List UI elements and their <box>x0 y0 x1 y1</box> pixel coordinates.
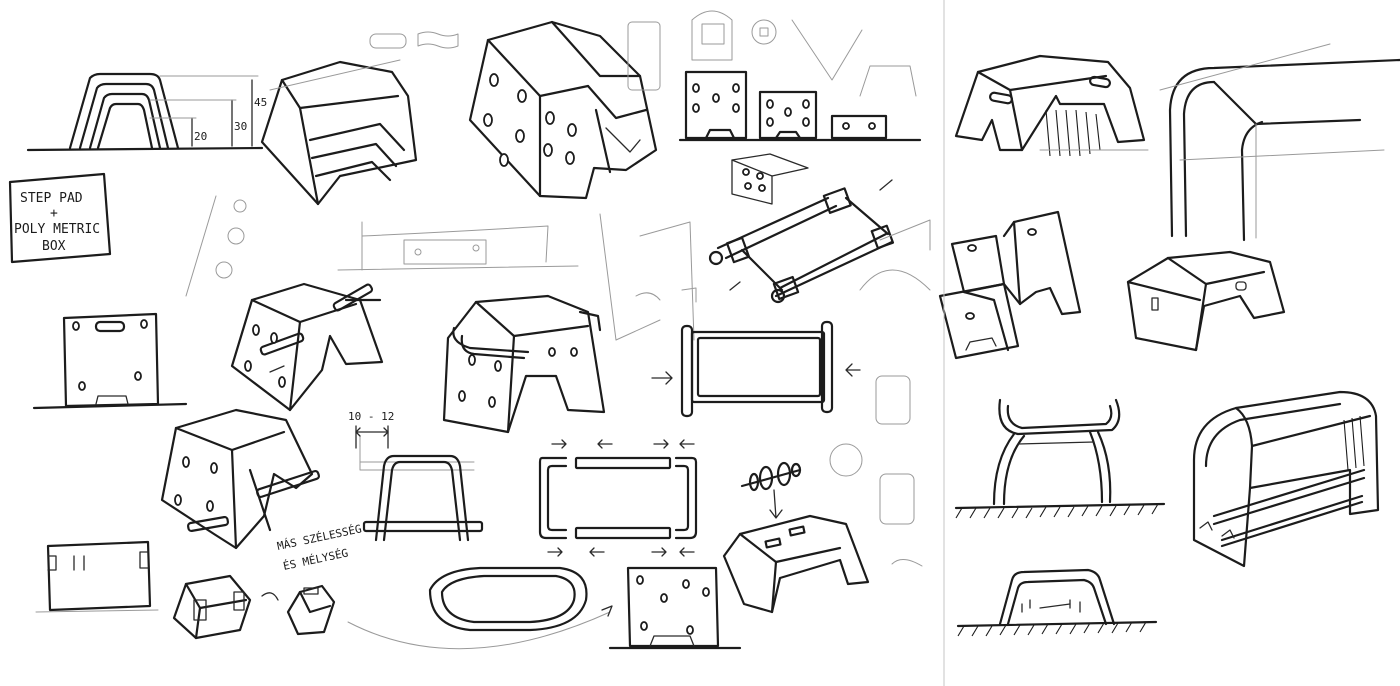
pill-sketch <box>369 33 407 49</box>
front-elevations-three-heights <box>678 70 922 142</box>
small-box-sketch-1 <box>172 574 279 640</box>
curved-seat-with-slots <box>722 514 870 614</box>
pencil-stroke <box>891 559 923 567</box>
oval-tray <box>347 566 613 650</box>
pencil-circle <box>829 443 863 477</box>
rod-frame-top-view <box>651 320 861 418</box>
small-box-sketch-2 <box>286 584 336 636</box>
dim-20: 20 <box>194 130 207 143</box>
pill-sketch-2 <box>417 31 459 49</box>
front-elevation-with-dimension <box>355 425 484 542</box>
stool-with-rods-2 <box>160 408 320 550</box>
pencil-construction-lines <box>185 195 931 341</box>
dim-width-range: 10 - 12 <box>348 410 394 423</box>
note-line-2: ÉS MÉLYSÉG <box>282 546 349 572</box>
title-box <box>8 172 112 264</box>
title-line-1: STEP PAD <box>20 191 83 206</box>
rounded-corner-detail <box>1159 43 1400 242</box>
stacked-boxes-with-holes <box>468 20 658 200</box>
small-hole-box-sketch <box>731 153 809 205</box>
stool-with-rods-1 <box>230 282 384 412</box>
front-panel-holes-bottom <box>608 566 742 650</box>
title-line-2: + <box>50 206 58 221</box>
small-pencil-sketches <box>627 10 917 97</box>
arch-bench-with-slots <box>954 54 1149 157</box>
open-box-with-slot <box>1126 250 1286 352</box>
dim-30: 30 <box>234 120 247 133</box>
dim-45: 45 <box>254 96 267 109</box>
stacked-chair-parts <box>938 210 1082 360</box>
title-line-3: POLY METRIC <box>14 222 100 237</box>
rod-frame-perspective <box>708 179 895 304</box>
split-frame-top-view <box>538 439 698 557</box>
long-bench-with-rods <box>1192 390 1380 568</box>
note-line-1: MÁS SZÉLESSÉG <box>276 522 363 553</box>
front-panel-bottom <box>35 540 159 613</box>
pencil-rect-2 <box>879 473 915 525</box>
nested-arches-side-view <box>26 72 264 152</box>
bolt-detail <box>740 461 802 519</box>
pencil-rect <box>875 375 911 425</box>
title-line-4: BOX <box>42 239 66 254</box>
stool-with-handle <box>442 294 606 434</box>
nested-arches-perspective <box>260 59 418 206</box>
arch-front-bottom <box>956 568 1158 637</box>
chair-with-splayed-legs <box>954 398 1166 519</box>
front-panel-with-slot <box>32 312 188 410</box>
